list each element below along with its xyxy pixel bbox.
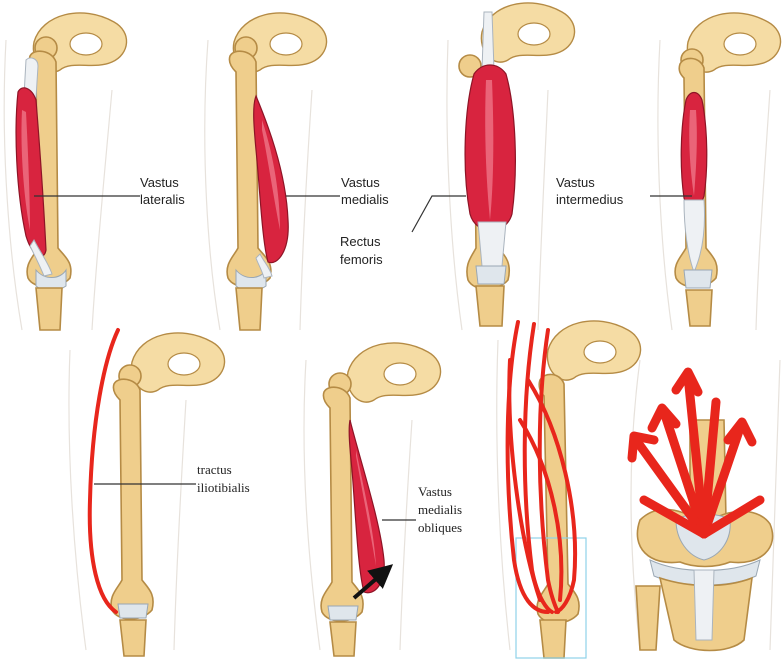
- tibia-bone: [236, 288, 262, 330]
- rectus-femoris-distal-tendon: [478, 222, 506, 266]
- panel-rectus-femoris: [447, 3, 575, 330]
- panel-patella-force-vectors: [631, 360, 780, 651]
- label-vastus-medialis-1: Vastus: [341, 175, 380, 190]
- pelvis-bone: [131, 333, 224, 392]
- panel-quadriceps-force-lines: [497, 321, 641, 658]
- label-vmo-3: obliques: [418, 520, 462, 535]
- label-vastus-intermedius-2: intermedius: [556, 192, 624, 207]
- iliotibial-tract-line: [90, 330, 118, 612]
- femur-bone: [111, 379, 153, 619]
- label-vmo-1: Vastus: [418, 484, 452, 499]
- tibia-bone: [330, 622, 356, 656]
- leader-rectus-femoris: [412, 196, 466, 232]
- pelvis-bone: [481, 3, 574, 62]
- label-vastus-medialis-2: medialis: [341, 192, 389, 207]
- label-rectus-femoris-2: femoris: [340, 252, 383, 267]
- tibia-bone: [476, 286, 504, 326]
- label-vmo-2: medialis: [418, 502, 462, 517]
- label-rectus-femoris-1: Rectus: [340, 234, 381, 249]
- tibia-bone: [120, 620, 146, 656]
- panel-vastus-lateralis: [4, 13, 126, 330]
- label-vastus-lateralis-1: Vastus: [140, 175, 179, 190]
- label-vastus-intermedius-1: Vastus: [556, 175, 595, 190]
- tibia-bone: [540, 620, 566, 658]
- fibula-bone: [636, 586, 660, 650]
- pelvis-bone: [547, 321, 640, 380]
- panel-vastus-medialis: [205, 13, 327, 330]
- rectus-femoris-proximal-tendon: [482, 12, 494, 70]
- label-vastus-lateralis-2: lateralis: [140, 192, 185, 207]
- panel-vastus-intermedius: [658, 13, 781, 330]
- label-tractus-iliotibialis-1: tractus: [197, 462, 232, 477]
- patellar-tendon: [694, 570, 714, 640]
- tibia-bone: [36, 288, 62, 330]
- pelvis-bone: [347, 343, 440, 402]
- panel-vastus-medialis-obliques: [304, 343, 441, 656]
- tibia-bone: [686, 290, 712, 326]
- label-tractus-iliotibialis-2: iliotibialis: [197, 480, 250, 495]
